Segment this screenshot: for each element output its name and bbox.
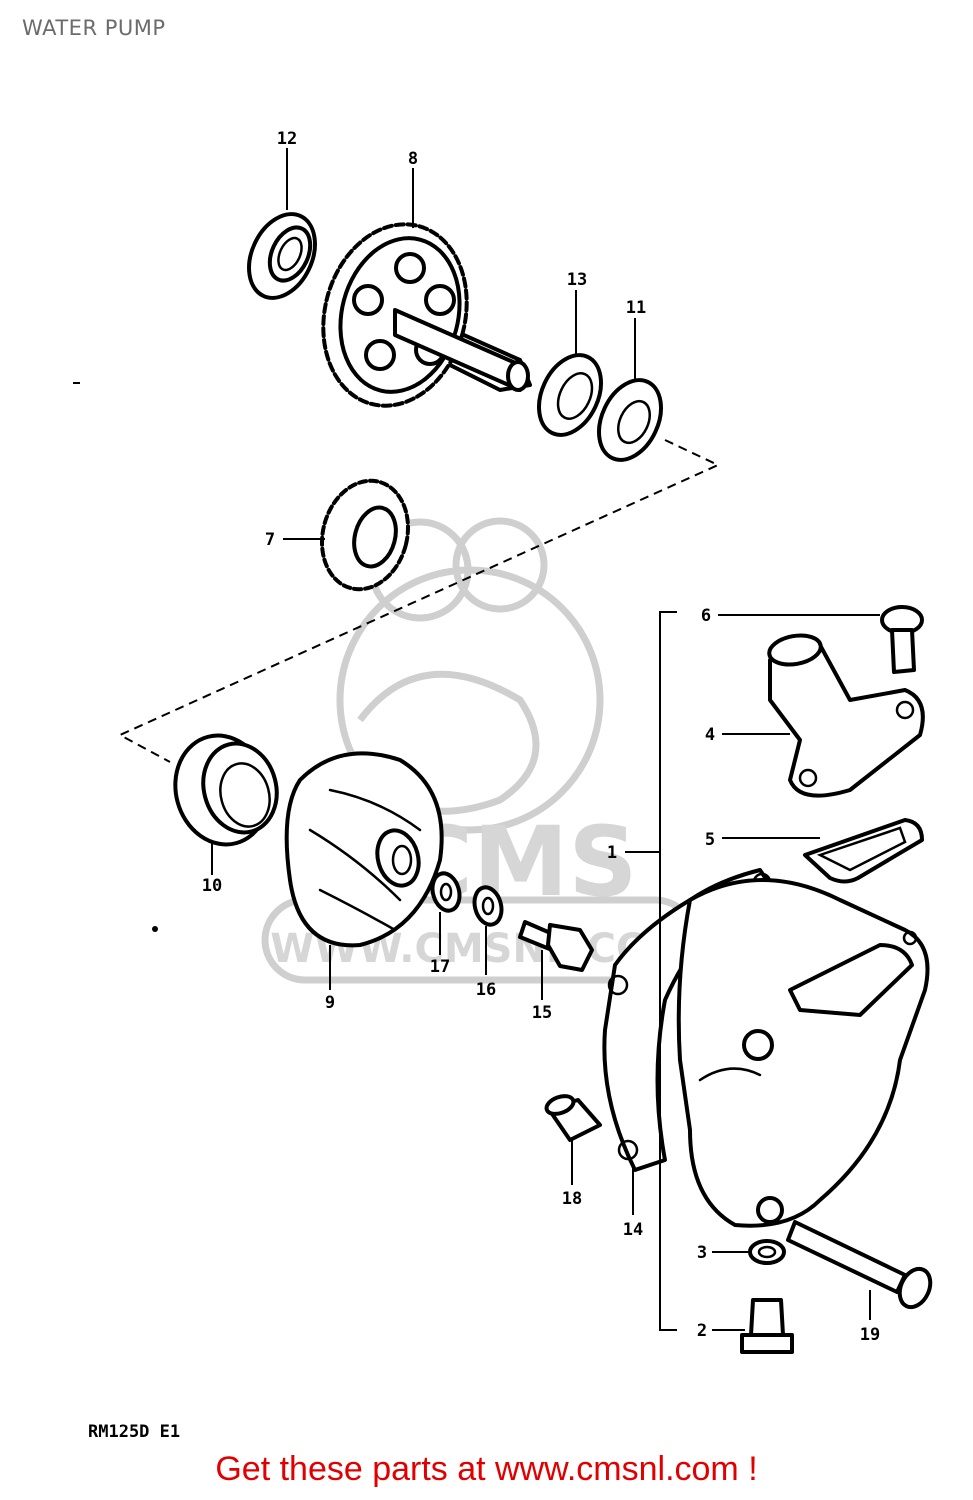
- callout-6: 6: [701, 606, 711, 626]
- part-2-drain-bolt[interactable]: [740, 1298, 794, 1354]
- callout-18: 18: [562, 1189, 582, 1209]
- part-9-impeller[interactable]: [284, 751, 444, 948]
- part-6-screw[interactable]: [880, 605, 924, 674]
- alignment-line-shaft: [117, 439, 721, 763]
- part-16-washer[interactable]: [471, 884, 506, 927]
- callout-14: 14: [623, 1220, 643, 1240]
- callout-5: 5: [705, 830, 715, 850]
- callout-3: 3: [697, 1243, 707, 1263]
- part-3-washer[interactable]: [748, 1239, 786, 1265]
- callout-7: 7: [265, 530, 275, 550]
- callout-19: 19: [860, 1325, 880, 1345]
- callout-11: 11: [626, 298, 646, 318]
- footer-cta-link[interactable]: Get these parts at www.cmsnl.com !: [215, 1450, 758, 1488]
- callout-10: 10: [202, 876, 222, 896]
- callout-8: 8: [408, 149, 418, 169]
- part-11-oil-seal[interactable]: [587, 370, 673, 470]
- part-15-bolt[interactable]: [518, 920, 594, 972]
- model-code: RM125D E1: [88, 1422, 181, 1442]
- callout-13: 13: [567, 270, 587, 290]
- page-title: WATER PUMP: [22, 16, 166, 40]
- callout-15: 15: [532, 1003, 552, 1023]
- callout-9: 9: [325, 993, 335, 1013]
- part-10-mechanical-seal[interactable]: [163, 725, 286, 855]
- callout-17: 17: [430, 957, 450, 977]
- part-12-bearing[interactable]: [236, 203, 328, 308]
- part-19-bolt[interactable]: [786, 1220, 936, 1312]
- callout-16: 16: [476, 980, 496, 1000]
- callout-2: 2: [697, 1321, 707, 1341]
- part-8-driven-gear-shaft[interactable]: [304, 208, 532, 422]
- callout-12: 12: [277, 129, 297, 149]
- print-dot: [152, 926, 158, 932]
- part-1-pump-cover[interactable]: [676, 878, 930, 1228]
- part-17-washer[interactable]: [429, 870, 464, 913]
- leader-lines: [211, 148, 880, 1331]
- part-13-bearing[interactable]: [527, 345, 613, 445]
- callout-1: 1: [607, 843, 617, 863]
- part-4-outlet-pipe[interactable]: [767, 632, 925, 798]
- callout-labels: 12 8 13 11 7 6 4 5 1 10 9 17 16 15 14 18…: [202, 129, 880, 1345]
- part-7-gear[interactable]: [310, 471, 420, 599]
- callout-4: 4: [705, 725, 715, 745]
- group-bracket-part-1: [659, 611, 677, 1331]
- part-5-gasket[interactable]: [803, 818, 924, 884]
- part-18-dowel[interactable]: [544, 1093, 602, 1142]
